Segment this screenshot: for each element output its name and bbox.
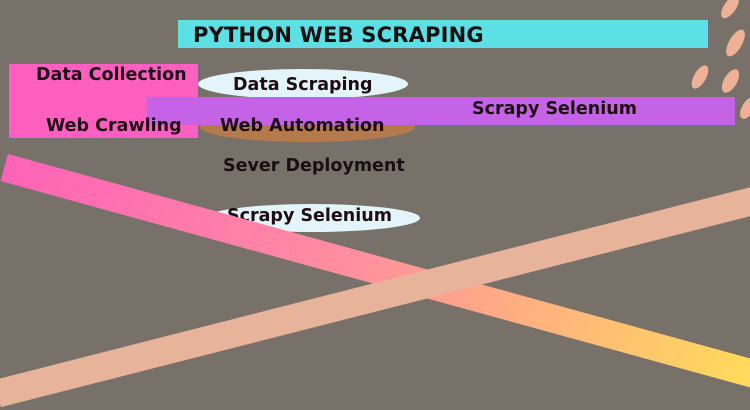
data-scraping-label: Data Scraping xyxy=(233,75,373,95)
sever-deployment-label: Sever Deployment xyxy=(223,156,405,176)
data-collection-label: Data Collection xyxy=(36,65,187,85)
decorative-petal xyxy=(718,66,743,96)
title-banner xyxy=(178,20,708,48)
scrapy-selenium-bar-label: Scrapy Selenium xyxy=(472,99,637,119)
scrapy-selenium-ellipse-label: Scrapy Selenium xyxy=(227,206,392,226)
page-title: PYTHON WEB SCRAPING xyxy=(193,23,484,47)
data-scraping-ellipse xyxy=(198,69,408,99)
decorative-petal xyxy=(688,62,712,92)
web-crawling-label: Web Crawling xyxy=(46,116,182,136)
decorative-petal xyxy=(717,0,743,22)
web-automation-label: Web Automation xyxy=(220,116,385,136)
purple-bar xyxy=(147,97,735,125)
decorative-petal xyxy=(722,26,749,60)
decorative-petal xyxy=(736,94,750,122)
